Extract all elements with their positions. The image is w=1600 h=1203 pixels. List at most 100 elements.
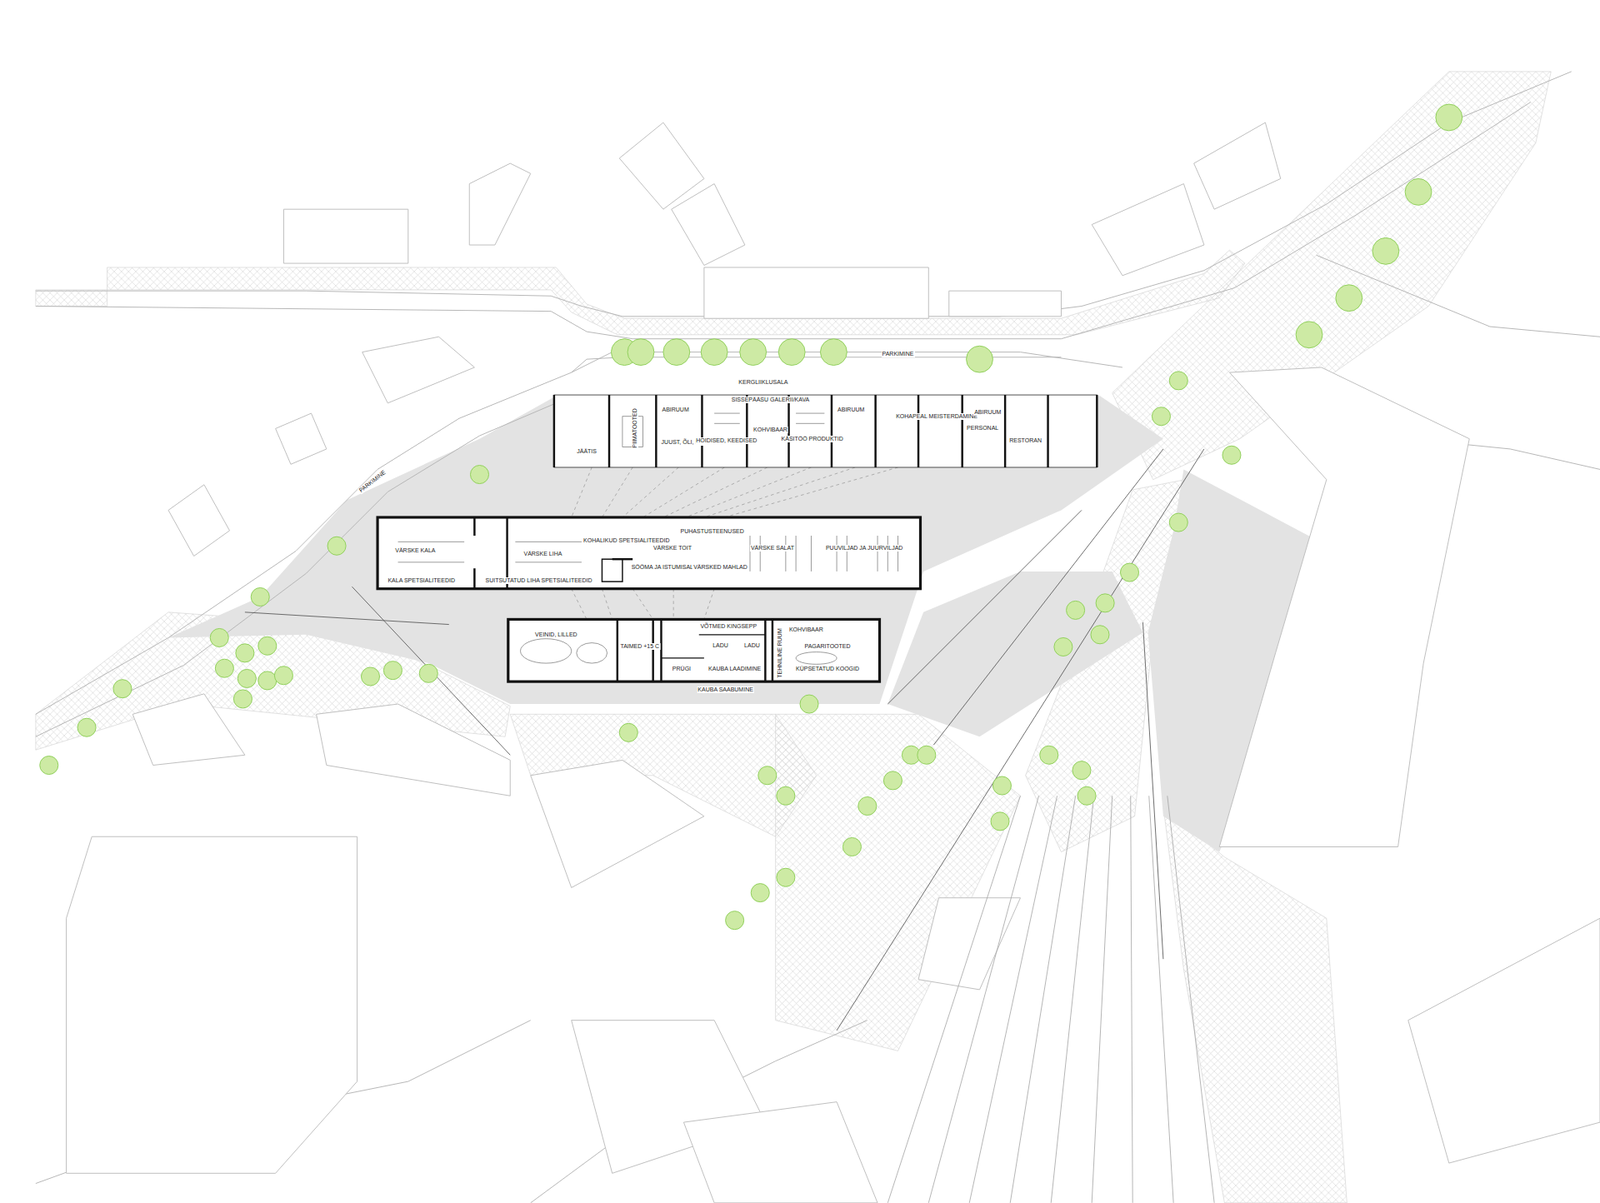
tree [215, 659, 234, 678]
plan-label: LADU [743, 642, 761, 650]
tree [1095, 594, 1115, 613]
tree [776, 868, 795, 887]
plan-label: PIIMATOOTED [631, 407, 639, 450]
tree [235, 644, 255, 663]
plan-label: SUITSUTATUD LIHA SPETSIALITEEDID [484, 577, 593, 585]
plan-label: KOHVIBAAR [788, 626, 825, 634]
tree [758, 766, 777, 785]
tree [627, 339, 655, 366]
tree [419, 664, 438, 683]
tree [470, 465, 489, 485]
tree [1335, 285, 1363, 312]
tree [778, 339, 805, 366]
stall-lines [398, 413, 899, 665]
plan-label: PUUVILJAD JA JUURVILJAD [825, 545, 904, 552]
tree [1077, 786, 1096, 805]
plan-label: KAUBA LAADIMINE [707, 665, 762, 673]
plaza-lines [245, 449, 1205, 1031]
tree [258, 636, 277, 655]
tree [663, 339, 690, 366]
plan-label: VÄRSKE TOIT [652, 545, 693, 552]
plan-label: PARKIMINE [357, 468, 388, 495]
plan-label: TEHNILINE RUUM [776, 627, 784, 680]
plan-label: KOHAPEAL MEISTERDAMINE [895, 413, 979, 420]
plan-label: PERSONAL [965, 425, 1000, 432]
plan-label: TAIMED +15 C [619, 643, 660, 650]
tree [258, 671, 277, 690]
plan-label: VEINID, LILLED [534, 631, 579, 639]
tree [750, 884, 770, 903]
tree [1372, 237, 1400, 265]
plan-label: VÕTMED KINGSEPP [699, 623, 758, 630]
plan-label: VÄRSKE KALA [394, 547, 436, 555]
tree [40, 756, 59, 775]
market-buildings [377, 395, 1097, 682]
plan-label: KÄSITÖÖ PRODUKTID [780, 435, 845, 443]
tree [1040, 745, 1059, 765]
tree [1090, 625, 1110, 645]
plan-label: PARKIMINE [881, 350, 915, 358]
plan-label: KOHALIKUD SPETSIALITEEDID [582, 537, 670, 545]
tree [1120, 563, 1139, 582]
tree [1151, 407, 1170, 426]
plan-label: ABIRUUM [660, 406, 690, 414]
tree [700, 339, 728, 366]
tree [990, 812, 1010, 831]
tree [776, 786, 795, 805]
tree [233, 690, 252, 709]
railway-tracks [887, 795, 1215, 1203]
plan-label: KÜPSETATUD KOOGID [795, 665, 860, 673]
tree [842, 837, 861, 856]
plan-label: KOHVIBAAR [752, 426, 789, 434]
tree [1405, 178, 1432, 205]
tree [1169, 371, 1188, 390]
tree [360, 667, 380, 686]
tree [917, 745, 936, 765]
plan-label: JÄÄTIS [575, 448, 598, 455]
tree [800, 695, 819, 714]
plan-label: HOIDISED, KEEDISED [695, 437, 758, 445]
tree [1066, 600, 1085, 620]
tree [274, 666, 293, 685]
plan-label: KALA SPETSIALITEEDID [386, 577, 456, 585]
tree [619, 723, 638, 742]
tree [113, 680, 132, 699]
tree [966, 345, 994, 373]
tree [210, 628, 229, 647]
plan-label: PRÜGI [671, 665, 692, 673]
tree [1435, 104, 1463, 131]
tree [327, 536, 346, 555]
sidewalk-hatch [35, 71, 1551, 1203]
tree [1054, 637, 1073, 656]
plan-label: PAGARITOOTED [804, 643, 852, 650]
interior-walls [474, 395, 1097, 682]
tree [725, 911, 745, 930]
plan-label: VÄRSKE LIHA [522, 550, 563, 558]
tree [992, 776, 1011, 795]
tree [250, 587, 270, 606]
roads [35, 71, 1600, 1203]
plan-label: KERGLIIKLUSALA [737, 379, 789, 386]
tree [820, 339, 847, 366]
tree [1169, 513, 1188, 532]
plan-label: KAUBA SAABUMINE [696, 686, 755, 694]
neighbouring-buildings [66, 122, 1600, 1203]
plan-label: VÄRSKE SALAT [750, 545, 795, 552]
tree [383, 661, 402, 680]
tree [858, 796, 877, 815]
tree [740, 339, 767, 366]
tree [77, 718, 96, 737]
plan-label: LADU [711, 642, 730, 650]
plan-label: PUHASTUSTEENUSED [680, 528, 745, 535]
trees [40, 104, 1463, 930]
tree [883, 771, 902, 790]
plan-label: ABIRUUM [836, 406, 865, 414]
tree [1222, 445, 1241, 465]
plan-label: SÖÖMA JA ISTUMISALA [630, 564, 699, 571]
plan-label: VÄRSKED MAHLAD [692, 564, 749, 571]
plan-label: SISSEPÄÄSU GALERII/KAVA [730, 396, 811, 404]
tree [1072, 761, 1091, 780]
